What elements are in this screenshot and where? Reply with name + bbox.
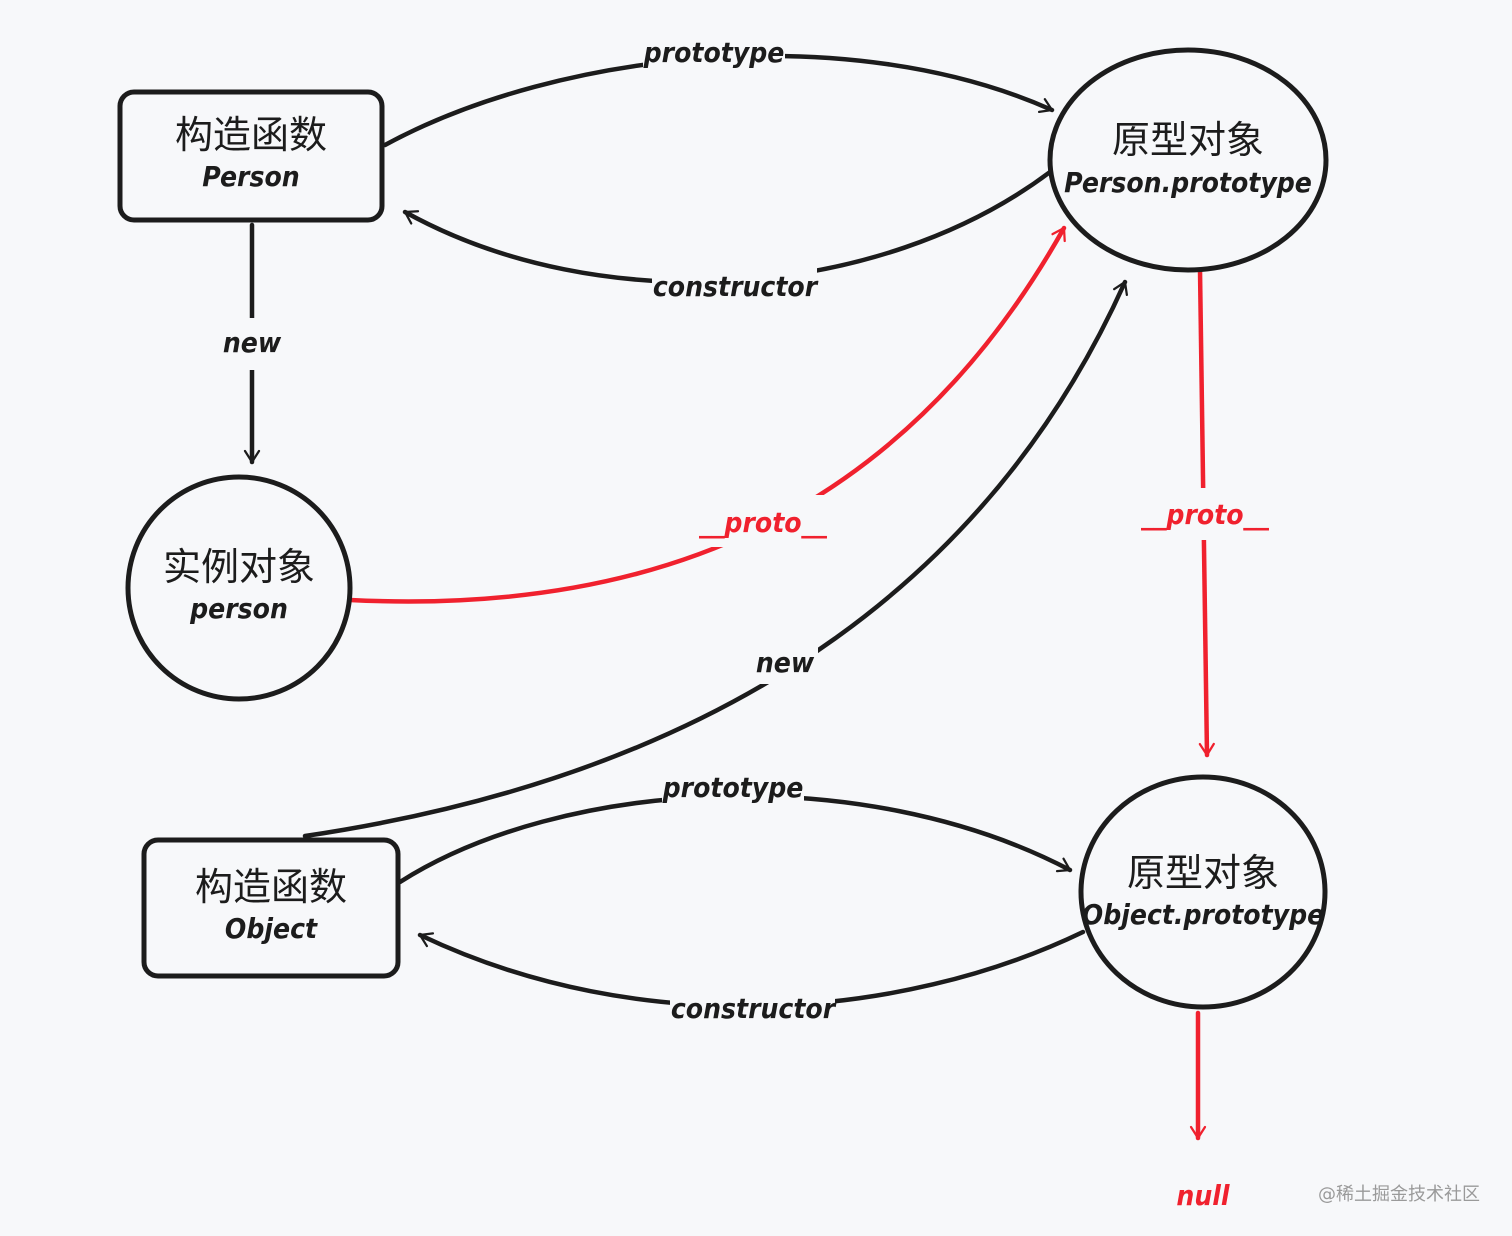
label-person-prototype: prototype	[643, 30, 785, 74]
label-object-new: new	[752, 640, 818, 684]
svg-text:__proto__: __proto__	[698, 506, 827, 539]
label-object-prototype: prototype	[662, 764, 804, 810]
label-instance-proto: __proto__	[678, 495, 848, 547]
node-subtitle: Person	[202, 160, 299, 193]
label-person-new: new	[222, 318, 282, 370]
svg-text:constructor: constructor	[671, 992, 837, 1025]
label-object-constructor: constructor	[670, 988, 837, 1028]
node-object-constructor: 构造函数 Object	[141, 837, 401, 979]
node-null: null	[1176, 1179, 1230, 1212]
node-person-instance: 实例对象 person	[125, 474, 353, 702]
node-person-prototype: 原型对象 Person.prototype	[1047, 47, 1329, 273]
node-title: 构造函数	[175, 113, 327, 157]
node-subtitle: Object	[225, 912, 318, 945]
node-person-constructor: 构造函数 Person	[117, 89, 385, 223]
label-person-constructor: constructor	[652, 265, 819, 305]
svg-text:constructor: constructor	[653, 270, 819, 303]
svg-text:new: new	[756, 646, 815, 679]
svg-text:new: new	[223, 326, 282, 359]
node-subtitle: Person.prototype	[1064, 166, 1312, 199]
svg-text:__proto__: __proto__	[1140, 498, 1269, 531]
node-title: 构造函数	[195, 865, 347, 909]
node-title: 原型对象	[1112, 118, 1264, 162]
node-subtitle: person	[189, 592, 288, 625]
node-object-prototype: 原型对象 Object.prototype	[1078, 774, 1328, 1010]
label-person-proto-proto: __proto__	[1120, 488, 1290, 540]
svg-text:prototype: prototype	[662, 771, 804, 804]
edge-object-new	[302, 279, 1128, 839]
node-title: 原型对象	[1127, 851, 1279, 895]
svg-text:prototype: prototype	[643, 36, 785, 69]
node-title: 实例对象	[163, 545, 315, 589]
watermark: @稀土掘金技术社区	[1318, 1184, 1480, 1205]
node-subtitle: Object.prototype	[1082, 898, 1324, 931]
